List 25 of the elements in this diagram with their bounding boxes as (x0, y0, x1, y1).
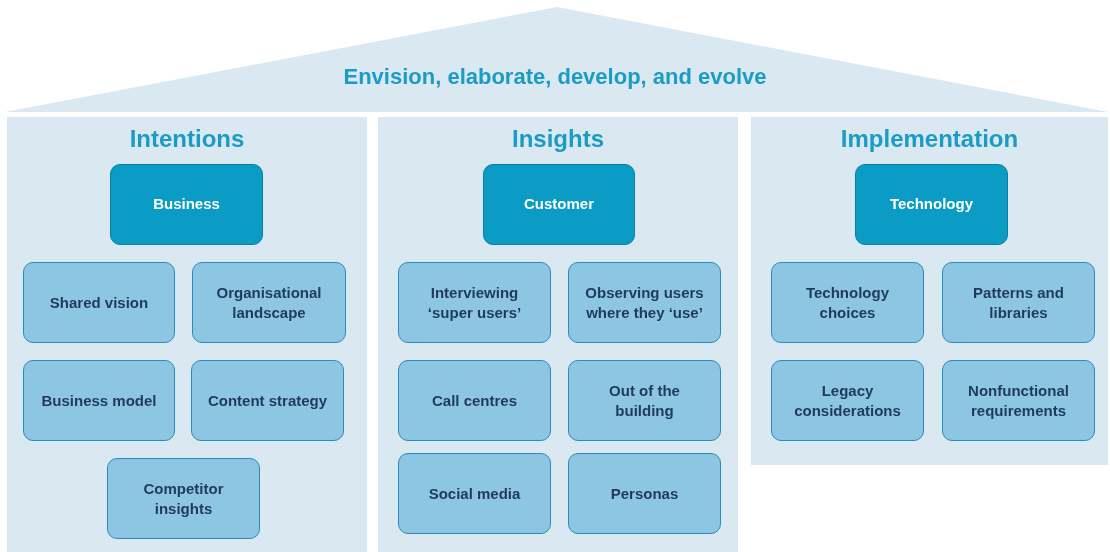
column-panel (378, 117, 738, 552)
topic-box: Patterns and libraries (942, 262, 1095, 343)
topic-box: Organisational landscape (192, 262, 346, 343)
column-heading: Implementation (840, 124, 1019, 154)
topic-box: Content strategy (191, 360, 344, 441)
topic-box: Call centres (398, 360, 551, 441)
topic-box: Personas (568, 453, 721, 534)
topic-box: Legacy considerations (771, 360, 924, 441)
topic-box: Nonfunctional requirements (942, 360, 1095, 441)
topic-box: Out of the building (568, 360, 721, 441)
topic-box: Shared vision (23, 262, 175, 343)
topic-box: Interviewing ‘super users’ (398, 262, 551, 343)
banner-title: Envision, elaborate, develop, and evolve (343, 63, 767, 91)
category-box: Business (110, 164, 263, 245)
topic-box: Social media (398, 453, 551, 534)
category-box: Customer (483, 164, 635, 245)
column-panel (7, 117, 367, 552)
topic-box: Business model (23, 360, 175, 441)
column-heading: Intentions (129, 124, 245, 154)
topic-box: Competitor insights (107, 458, 260, 539)
column-heading: Insights (512, 124, 604, 154)
category-box: Technology (855, 164, 1008, 245)
column-panel (751, 117, 1108, 465)
topic-box: Technology choices (771, 262, 924, 343)
topic-box: Observing users where they ‘use’ (568, 262, 721, 343)
